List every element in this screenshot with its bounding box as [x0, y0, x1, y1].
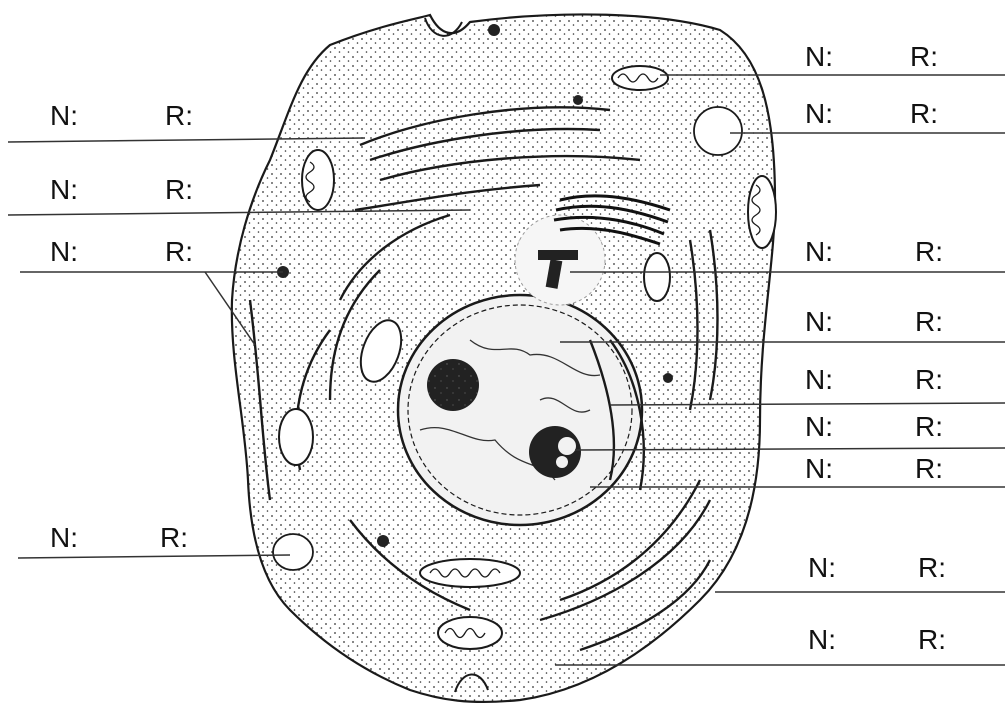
label-r: R: [918, 554, 946, 582]
label-r: R: [915, 413, 943, 441]
label-n: N: [805, 238, 833, 266]
label-n: N: [50, 238, 78, 266]
label-n: N: [805, 100, 833, 128]
label-n: N: [808, 554, 836, 582]
label-r: R: [910, 100, 938, 128]
vacuole-left [273, 534, 313, 570]
label-r: R: [165, 238, 193, 266]
label-n: N: [50, 524, 78, 552]
label-n: N: [805, 413, 833, 441]
label-r: R: [915, 308, 943, 336]
label-n: N: [50, 102, 78, 130]
label-r: R: [918, 626, 946, 654]
label-r: R: [165, 176, 193, 204]
label-n: N: [805, 366, 833, 394]
vacuole-top [694, 107, 742, 155]
nucleus [398, 295, 642, 525]
label-n: N: [50, 176, 78, 204]
label-r: R: [915, 238, 943, 266]
label-r: R: [910, 43, 938, 71]
label-n: N: [805, 455, 833, 483]
label-r: R: [915, 366, 943, 394]
label-r: R: [160, 524, 188, 552]
label-n: N: [808, 626, 836, 654]
label-n: N: [805, 43, 833, 71]
label-r: R: [915, 455, 943, 483]
label-n: N: [805, 308, 833, 336]
label-r: R: [165, 102, 193, 130]
